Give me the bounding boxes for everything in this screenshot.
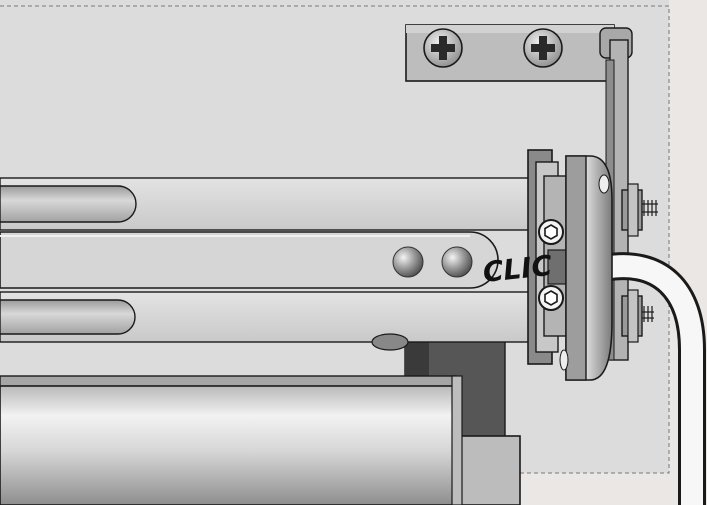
detent-ball-right [441, 246, 473, 278]
bolt-upper [621, 183, 658, 237]
main-tube [0, 375, 463, 505]
clic-label: CLIC [481, 249, 554, 289]
hex-screw-upper [538, 219, 564, 245]
upper-bar [0, 177, 546, 231]
detent-ball-left [392, 246, 424, 278]
screw-right [523, 28, 563, 68]
lower-bar [0, 291, 546, 351]
latch-bar [0, 231, 499, 289]
cable-core [602, 255, 703, 505]
top-bracket [405, 24, 615, 82]
hex-screw-lower [538, 285, 564, 311]
screw-left [423, 28, 463, 68]
bolt-lower [621, 289, 654, 343]
mounting-plate-outline [0, 5, 670, 474]
